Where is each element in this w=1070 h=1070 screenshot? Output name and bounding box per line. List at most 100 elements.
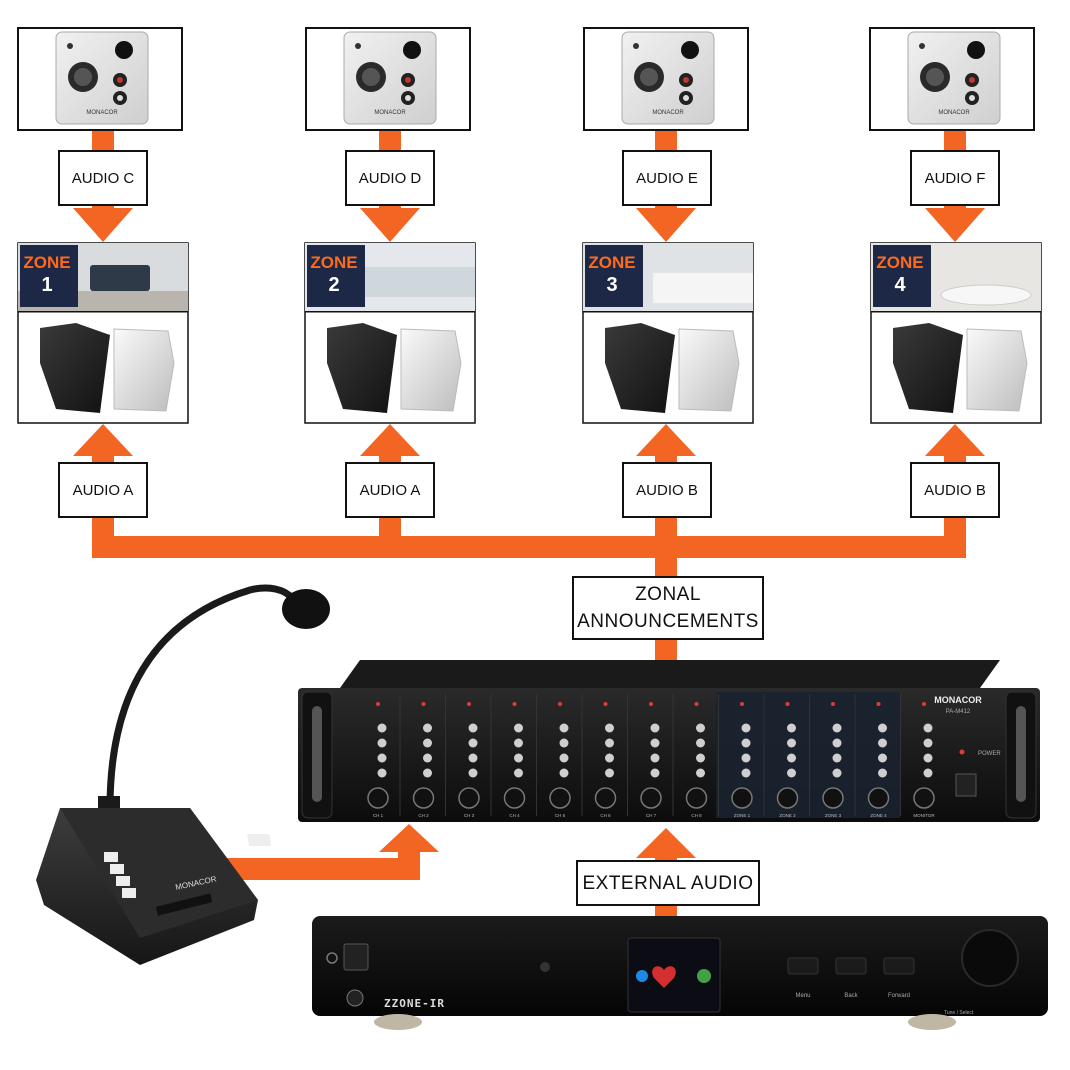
mixer-strip: CH 5 <box>549 694 583 818</box>
mixer-small-knob <box>696 753 705 763</box>
mixer-volume-knob <box>731 787 753 809</box>
mixer-small-knob <box>696 738 705 748</box>
zone-word: ZONE <box>310 253 358 272</box>
clip-led <box>876 702 881 706</box>
mixer-small-knob <box>377 738 387 748</box>
mixer-channel-label: ZONE 1 <box>734 813 751 818</box>
mixer-small-knob <box>650 738 660 748</box>
mixer-volume-knob <box>776 787 799 809</box>
mixer-volume-knob <box>458 787 480 809</box>
mixer-small-knob <box>878 768 887 778</box>
mixer-small-knob <box>423 768 432 778</box>
mixer-small-knob <box>696 768 705 778</box>
label-audio-f: AUDIO F <box>910 150 1000 206</box>
clip-led <box>421 702 426 706</box>
clip-led <box>922 702 926 706</box>
mixer-volume-knob <box>412 787 435 809</box>
mixer-small-knob <box>650 768 660 778</box>
zonal-line-1: ZONAL <box>635 584 701 605</box>
mixer-small-knob <box>423 723 432 733</box>
clip-led <box>512 702 517 706</box>
mixer-small-knob <box>923 723 933 733</box>
mixer-small-knob <box>741 753 751 763</box>
mixer-strip: CH 3 <box>458 694 492 818</box>
zone-word: ZONE <box>23 253 71 272</box>
mixer-volume-knob <box>867 787 890 809</box>
label-audio-b-zone-4: AUDIO B <box>910 462 1000 518</box>
mixer-channel-label: CH 7 <box>646 813 657 818</box>
mixer-channel-label: CH 3 <box>464 813 475 818</box>
mixer-strip: ZONE 3 <box>822 694 856 818</box>
mixer-small-knob <box>514 723 523 733</box>
mixer-small-knob <box>832 723 842 733</box>
label-audio-a-zone-2: AUDIO A <box>345 462 435 518</box>
mixer-volume-knob <box>913 787 935 809</box>
mixer-small-knob <box>878 723 887 733</box>
clip-led <box>694 702 699 706</box>
panel-brand: MONACOR <box>86 110 118 116</box>
mixer-strip: CH 6 <box>594 694 628 818</box>
label-audio-c: AUDIO C <box>58 150 148 206</box>
mixer-volume-knob <box>367 787 389 809</box>
label-audio-a-zone-1: AUDIO A <box>58 462 148 518</box>
label-external-audio: EXTERNAL AUDIO <box>576 860 760 906</box>
mixer-small-knob <box>514 738 523 748</box>
mixer-channel-label: CH 1 <box>373 813 384 818</box>
label-zonal-announcements: ZONAL ANNOUNCEMENTS <box>572 576 764 640</box>
mixer-small-knob <box>514 768 523 778</box>
mixer-small-knob <box>787 768 796 778</box>
mixer-channel-label: CH 5 <box>555 813 566 818</box>
wall-panel-3: MONACOR <box>583 27 749 131</box>
label-audio-d: AUDIO D <box>345 150 435 206</box>
mixer-small-knob <box>923 768 933 778</box>
tuner-button-menu-label: Menu <box>795 993 810 999</box>
mixer-small-knob <box>741 723 751 733</box>
zone-word: ZONE <box>876 253 924 272</box>
mixer-small-knob <box>696 723 705 733</box>
mixer-small-knob <box>605 738 614 748</box>
tuner-button-forward-label: Forward <box>888 993 910 999</box>
mixer-channel-label: MONITOR <box>913 813 935 818</box>
mixer-volume-knob <box>685 787 708 809</box>
mixer-small-knob <box>605 753 614 763</box>
mixer-small-knob <box>741 738 751 748</box>
mixer-small-knob <box>923 753 933 763</box>
label-audio-b-zone-3: AUDIO B <box>622 462 712 518</box>
mixer-small-knob <box>559 723 569 733</box>
tuner-knob-label: Tune / Select <box>944 1010 974 1016</box>
zone-number: 4 <box>894 274 906 296</box>
mixer-strip: CH 1 <box>367 694 401 818</box>
mixer-channel-label: CH 6 <box>600 813 611 818</box>
mixer-small-knob <box>468 768 478 778</box>
zone-box-1 <box>17 242 189 424</box>
mixer-small-knob <box>377 723 387 733</box>
mixer-small-knob <box>741 768 751 778</box>
mixer-strip: CH 2 <box>412 694 446 818</box>
zonal-line-2: ANNOUNCEMENTS <box>577 611 759 632</box>
tuner-logo: ZZONE-IR <box>384 997 445 1010</box>
mixer-small-knob <box>559 753 569 763</box>
mixer-small-knob <box>832 738 842 748</box>
label-audio-e: AUDIO E <box>622 150 712 206</box>
mixer-channel-label: CH 2 <box>418 813 429 818</box>
mixer-strip: CH 7 <box>640 694 674 818</box>
zone-badge-3: ZONE 3 <box>588 249 636 303</box>
mixer-small-knob <box>468 738 478 748</box>
wall-panel-2: MONACOR <box>305 27 471 131</box>
mixer-small-knob <box>878 738 887 748</box>
mixer-small-knob <box>832 768 842 778</box>
clip-led <box>603 702 608 706</box>
mixer-small-knob <box>605 768 614 778</box>
mixer-small-knob <box>559 768 569 778</box>
clip-led <box>467 702 471 706</box>
mixer-small-knob <box>923 738 933 748</box>
paging-microphone: MONACOR <box>36 584 330 965</box>
zone-number: 3 <box>606 274 618 296</box>
zone-word: ZONE <box>588 253 636 272</box>
mixer-volume-knob <box>594 787 617 809</box>
panel-brand: MONACOR <box>652 110 684 116</box>
